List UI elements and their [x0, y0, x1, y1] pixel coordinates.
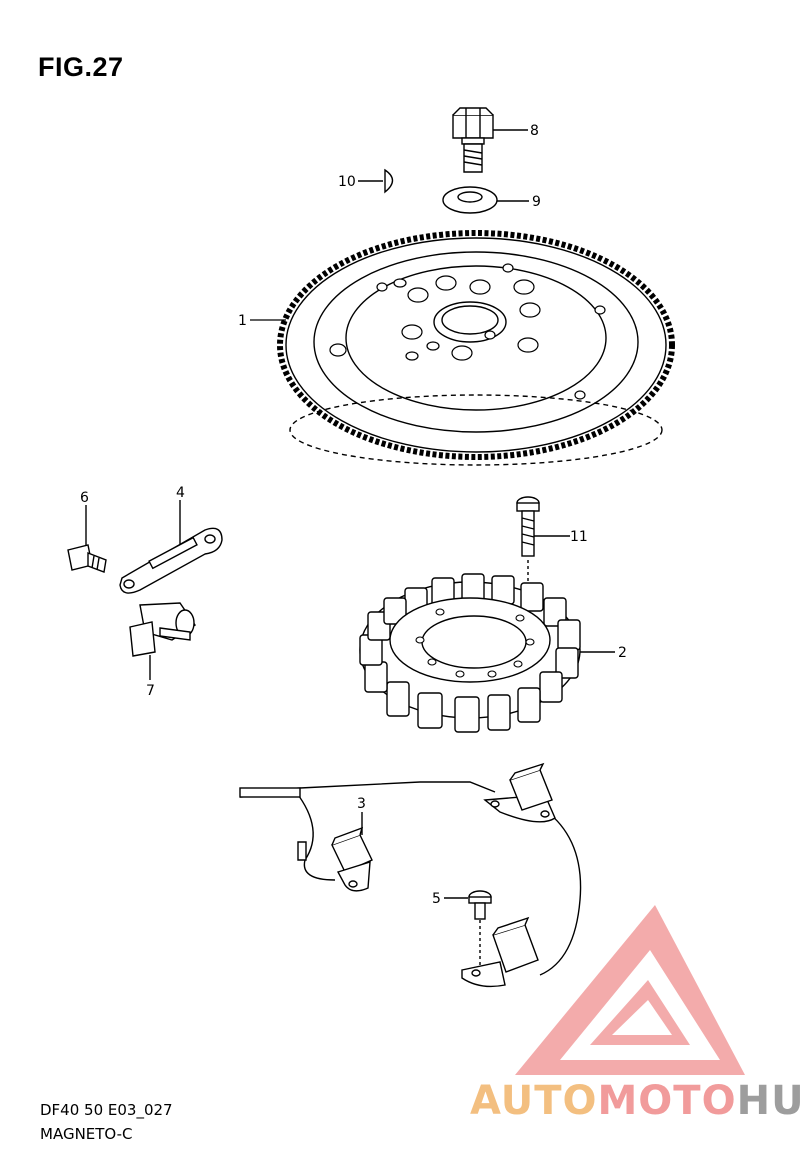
screw-11	[516, 496, 570, 605]
watermark-hub: HUB	[736, 1078, 800, 1124]
pulser-coil-lower	[461, 916, 539, 988]
callout-7: 7	[146, 683, 155, 699]
sensor-7	[129, 602, 196, 680]
watermark-text: AUTOMOTOHUB	[470, 1078, 800, 1124]
figure-title: FIG.27	[38, 52, 124, 82]
callout-4: 4	[176, 485, 185, 501]
screw-5	[444, 890, 492, 965]
bolt-6	[67, 505, 107, 573]
bracket-4	[119, 500, 223, 594]
pulser-coil-3	[297, 812, 373, 892]
key-10	[358, 168, 394, 194]
footer-group-name: MAGNETO-C	[40, 1125, 133, 1143]
callout-10: 10	[338, 174, 356, 190]
callout-2: 2	[618, 645, 627, 661]
watermark-auto: AUTO	[470, 1078, 598, 1124]
callout-6: 6	[80, 490, 89, 506]
callout-11: 11	[570, 529, 588, 545]
bolt-8	[452, 107, 528, 173]
watermark-logo-icon	[515, 905, 745, 1075]
callout-5: 5	[432, 891, 441, 907]
footer-model-code: DF40 50 E03_027	[40, 1101, 173, 1119]
flywheel-holes	[329, 263, 606, 400]
stator-2	[359, 573, 615, 733]
callout-8: 8	[530, 123, 539, 139]
callout-9: 9	[532, 194, 541, 210]
callout-1: 1	[238, 313, 247, 329]
pulser-coil-upper	[483, 762, 556, 823]
washer-9	[442, 186, 529, 214]
watermark-moto: MOTO	[597, 1078, 737, 1124]
harness-wire	[239, 781, 582, 976]
callout-labels: 1 2 3 4 5 6 7 8 9 10 11	[80, 123, 627, 907]
callout-3: 3	[357, 796, 366, 812]
